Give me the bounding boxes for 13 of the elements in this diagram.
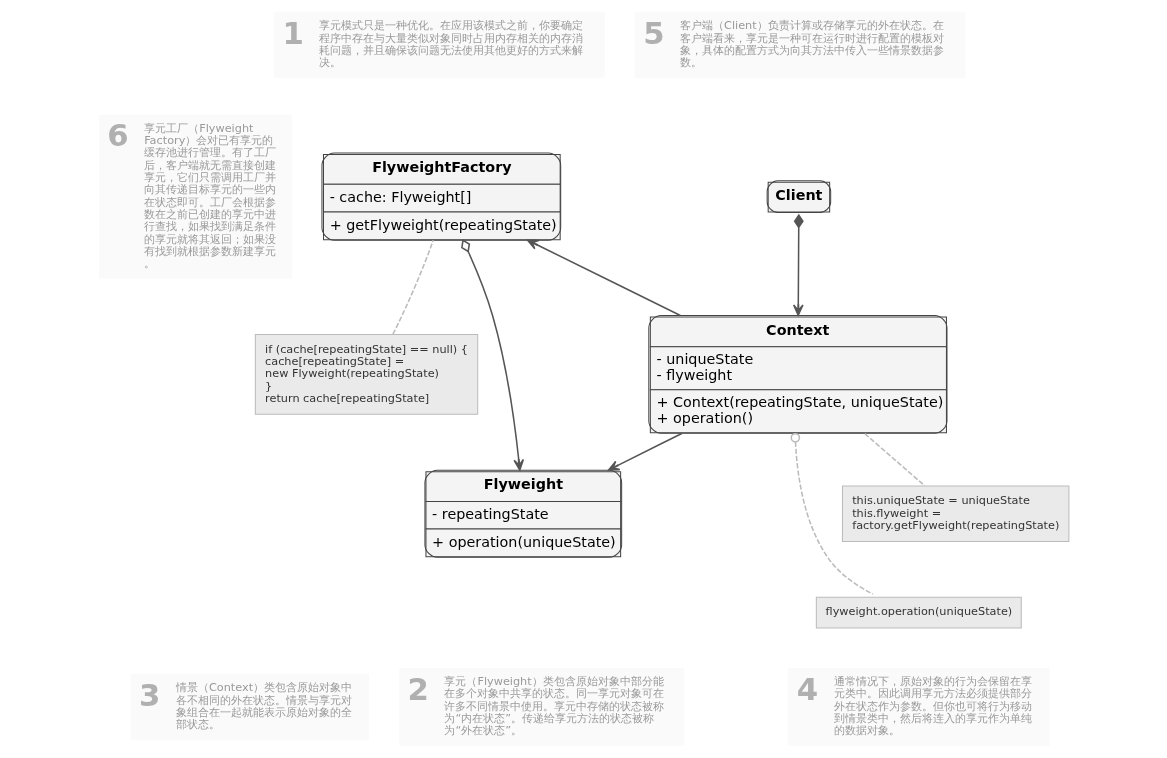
node-text: 6 享元工厂（Flyweight Factory）会对已有享元的缓存池进行管理。有了工厂后，客户端就无需直接创建享元，它们只需调用工厂并向其传递目标享元的一些内在状态即可。工厂会根据参数在之前已创建的享元中进行查找，如果找到满足条件的享元就将其返回；如果没有找到就根据参数新建享元。 [106,117,276,271]
node-text: 3 情景（Context）类包含原始对象中各不相同的外在状态。情景与享元对象组合在一起就能表示原始对象的全部状态。 [138,676,352,732]
arrow [526,239,681,317]
connector [863,432,925,487]
node-text: 1 享元模式只是一种优化。在应用该模式之前，你要确定程序中存在与大量类似对象同时占用内存相关的内存消耗问题，并且确保该问题无法使用其他更好的方式来解决。 [282,14,583,70]
arrow [792,213,804,317]
arrow [607,432,683,471]
node-text: 2 享元（Flyweight）类包含原始对象中部分能在多个对象中共享的状态。同一享元对象可在许多不同情景中使用。享元中存储的状态被称为“内在状态”。传递给享元方法的状态被称为“外在状态”。 [407,670,664,738]
connector [391,239,434,335]
connector [790,432,874,595]
arrow [460,239,524,471]
node-text: 5 客户端（Client）负责计算或存储享元的外在状态。在客户端看来，享元是一种可在运行时进行配置的模板对象，具体的配置方式为向其方法中传入一些情景数据参数。 [642,14,944,70]
node-text: 4 通常情况下，原始对象的行为会保留在享元类中。因此调用享元方法必须提供部分外在状态作为参数。但你也可将行为移动到情景类中，然后将连入的享元作为单纯的数据对象。 [796,670,1032,738]
